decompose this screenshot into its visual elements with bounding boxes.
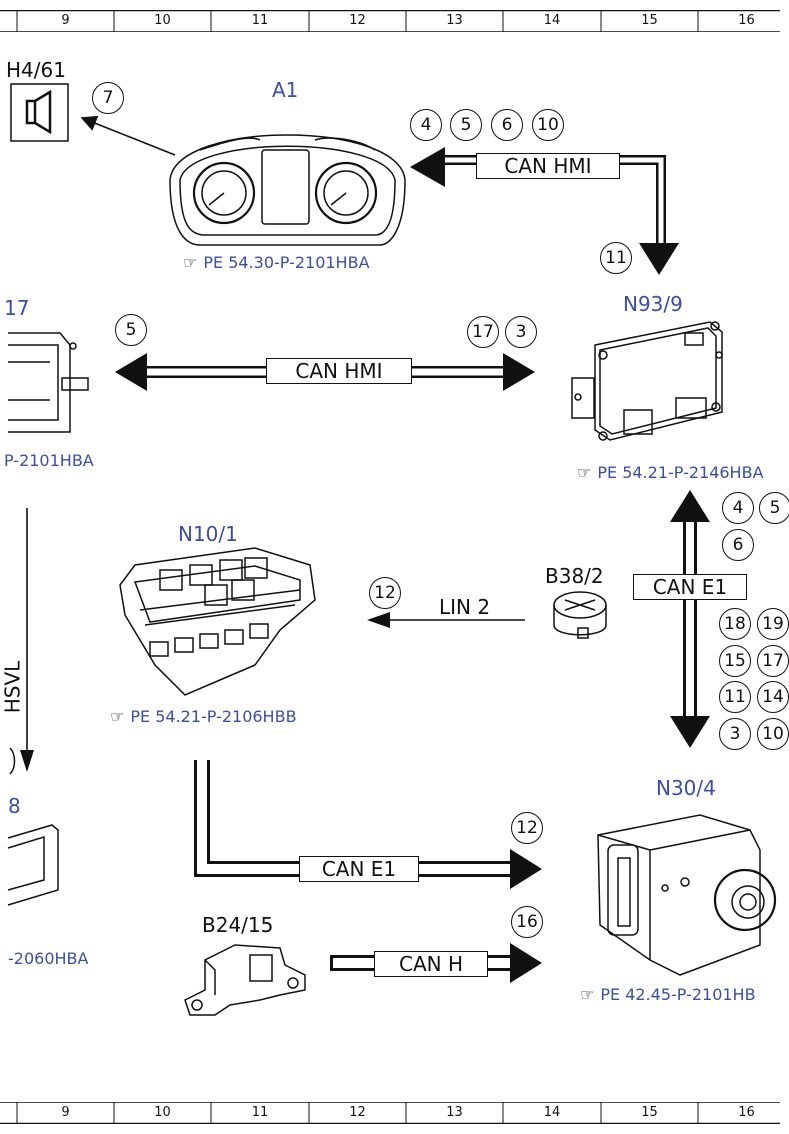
ruler-cell: 13 xyxy=(446,13,463,28)
label-b38-2: B38/2 xyxy=(545,564,604,588)
ruler-cell: 14 xyxy=(543,13,561,28)
pointing-hand-icon: ☞ xyxy=(110,707,125,726)
circled-number: 10 xyxy=(532,109,564,141)
sensor-b38-2 xyxy=(553,591,607,639)
circled-number: 18 xyxy=(719,608,751,640)
lin2-line xyxy=(367,612,525,628)
left-device-17 xyxy=(8,332,89,433)
can-e1-right-line xyxy=(670,490,710,748)
reference-text: PE 54.21-P-2146HBA xyxy=(597,463,764,482)
reference-text: -2060HBA xyxy=(8,949,89,968)
bus-can-e1-right: CAN E1 xyxy=(633,574,747,600)
hsvl-line xyxy=(20,508,34,772)
ruler-bottom: 9 10 11 12 13 14 15 16 xyxy=(0,1102,789,1124)
ruler-top: 9 10 11 12 13 14 15 16 xyxy=(0,10,789,32)
reference-text: PE 42.45-P-2101HB xyxy=(600,985,756,1004)
circled-number: 6 xyxy=(722,529,754,561)
reference-n10-1[interactable]: ☞ PE 54.21-P-2106HBB xyxy=(110,707,297,726)
reference-n93-9[interactable]: ☞ PE 54.21-P-2146HBA xyxy=(577,463,764,482)
left-display-8 xyxy=(7,824,59,906)
ruler-cell: 9 xyxy=(61,13,70,28)
module-n93-9 xyxy=(571,321,723,441)
reference-text: P-2101HBA xyxy=(4,451,94,470)
partial-circle-left xyxy=(9,747,16,775)
ruler-cell: 11 xyxy=(251,1105,269,1120)
reference-text: PE 54.21-P-2106HBB xyxy=(130,707,297,726)
bus-can-e1-bottom: CAN E1 xyxy=(299,856,419,882)
ruler-cell: 12 xyxy=(349,13,366,28)
bus-can-hmi-mid: CAN HMI xyxy=(266,358,412,384)
label-n93-9: N93/9 xyxy=(623,292,683,316)
circled-number: 4 xyxy=(410,109,442,141)
label-n10-1: N10/1 xyxy=(178,522,238,546)
circled-number: 12 xyxy=(511,812,543,844)
bus-can-h: CAN H xyxy=(374,951,488,977)
pointing-hand-icon: ☞ xyxy=(580,985,595,1004)
reference-left-bottom[interactable]: -2060HBA xyxy=(8,949,88,968)
ruler-cell: 11 xyxy=(251,13,269,28)
sensor-b24-15 xyxy=(184,944,306,1016)
pointing-hand-icon: ☞ xyxy=(183,253,198,272)
ruler-cell: 16 xyxy=(738,13,755,28)
module-n30-4 xyxy=(597,814,777,976)
reference-left-top[interactable]: P-2101HBA xyxy=(4,451,94,470)
a1-to-speaker-arrow xyxy=(80,115,176,156)
label-h4-61: H4/61 xyxy=(6,58,66,82)
circled-number: 12 xyxy=(369,577,401,609)
ruler-cell: 10 xyxy=(154,13,171,28)
circled-number: 5 xyxy=(759,492,789,524)
circled-number: 5 xyxy=(115,314,147,346)
ruler-cell: 9 xyxy=(61,1105,70,1120)
circled-number: 10 xyxy=(757,718,789,750)
label-b24-15: B24/15 xyxy=(202,913,274,937)
label-left-8: 8 xyxy=(8,794,21,818)
ruler-cell: 13 xyxy=(446,1105,463,1120)
ruler-cell: 10 xyxy=(154,1105,171,1120)
circled-number: 11 xyxy=(600,242,632,274)
circled-number: 17 xyxy=(467,316,499,348)
pointing-hand-icon: ☞ xyxy=(577,463,592,482)
reference-text: PE 54.30-P-2101HBA xyxy=(203,253,370,272)
circled-number: 4 xyxy=(722,492,754,524)
bus-lin2: LIN 2 xyxy=(439,595,491,619)
circled-number: 14 xyxy=(757,681,789,713)
circled-number: 17 xyxy=(757,645,789,677)
circled-number: 11 xyxy=(719,681,751,713)
circled-number: 3 xyxy=(719,718,751,750)
label-a1: A1 xyxy=(272,78,299,102)
module-n10-1 xyxy=(119,547,316,696)
bus-hsvl: HSVL xyxy=(0,660,25,714)
circled-number: 15 xyxy=(719,645,751,677)
ruler-cell: 15 xyxy=(641,13,658,28)
circled-number: 6 xyxy=(491,109,523,141)
label-n30-4: N30/4 xyxy=(656,776,716,800)
ruler-cell: 16 xyxy=(738,1105,755,1120)
circled-number: 5 xyxy=(450,109,482,141)
reference-a1[interactable]: ☞ PE 54.30-P-2101HBA xyxy=(183,253,370,272)
circled-number: 3 xyxy=(505,316,537,348)
label-left-17: 17 xyxy=(4,296,30,320)
speaker-icon xyxy=(10,83,69,142)
bus-can-hmi-top: CAN HMI xyxy=(476,153,620,179)
ruler-cell: 12 xyxy=(349,1105,366,1120)
instrument-cluster-a1 xyxy=(169,134,406,246)
circled-number: 16 xyxy=(511,906,543,938)
ruler-cell: 14 xyxy=(543,1105,561,1120)
circled-number: 7 xyxy=(92,82,124,114)
circled-number: 19 xyxy=(757,608,789,640)
ruler-cell: 15 xyxy=(641,1105,658,1120)
reference-n30-4[interactable]: ☞ PE 42.45-P-2101HB xyxy=(580,985,756,1004)
